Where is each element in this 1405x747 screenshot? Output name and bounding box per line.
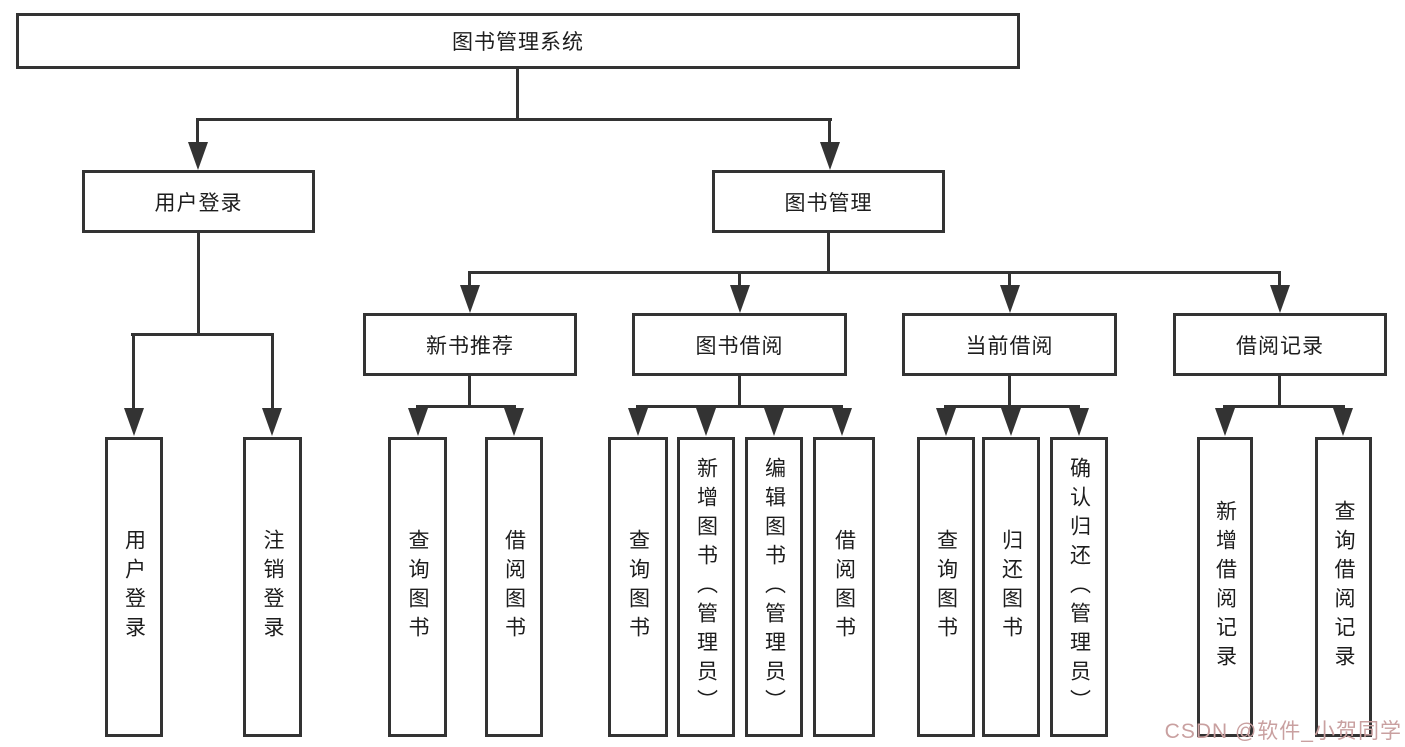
node-new-book-recommend: 新书推荐: [363, 313, 577, 376]
leaf-logout: 注销登录: [243, 437, 302, 737]
node-current-borrow-label: 当前借阅: [965, 334, 1054, 358]
leaf-borrow-books-2: 借阅图书: [813, 437, 875, 737]
connector-user-login-stem: [197, 233, 200, 335]
leaf-borrow-books-1: 借阅图书: [485, 437, 543, 737]
arrowhead-down: [696, 408, 716, 436]
node-user-login-label: 用户登录: [154, 191, 243, 215]
connector-stem: [1008, 272, 1011, 289]
leaf-borrow-books-1-label: 借阅图书: [502, 529, 526, 645]
leaf-logout-label: 注销登录: [261, 529, 284, 645]
connector-stem: [1278, 272, 1281, 289]
leaf-add-borrow-record-label: 新增借阅记录: [1213, 500, 1237, 674]
leaf-query-borrow-record: 查询借阅记录: [1315, 437, 1372, 737]
arrowhead-down: [188, 142, 208, 170]
leaf-edit-book-admin-label: 编辑图书（管理员）: [762, 456, 786, 718]
node-new-book-recommend-label: 新书推荐: [426, 334, 514, 358]
leaf-query-books-3: 查询图书: [917, 437, 975, 737]
leaf-return-book: 归还图书: [982, 437, 1040, 737]
node-user-login: 用户登录: [82, 170, 315, 233]
csdn-watermark: CSDN @软件_小贺同学: [1164, 720, 1402, 743]
arrowhead-down: [1069, 408, 1089, 436]
connector-root-stem: [516, 69, 519, 120]
node-current-borrow: 当前借阅: [902, 313, 1117, 376]
leaf-query-books-2: 查询图书: [608, 437, 668, 737]
leaf-query-books-2-label: 查询图书: [626, 529, 650, 645]
arrowhead-down: [1270, 285, 1290, 313]
leaf-query-books-3-label: 查询图书: [934, 529, 958, 645]
leaf-confirm-return-admin: 确认归还（管理员）: [1050, 437, 1108, 737]
leaf-borrow-books-2-label: 借阅图书: [832, 529, 856, 645]
connector-stem: [196, 119, 199, 146]
arrowhead-down: [408, 408, 428, 436]
arrowhead-down: [1333, 408, 1353, 436]
arrowhead-down: [1000, 285, 1020, 313]
connector-stem: [468, 376, 471, 407]
connector-branch: [1223, 405, 1344, 408]
node-book-borrow: 图书借阅: [632, 313, 847, 376]
leaf-query-books-1: 查询图书: [388, 437, 447, 737]
arrowhead-down: [936, 408, 956, 436]
connector-stem: [271, 334, 274, 412]
arrowhead-down: [764, 408, 784, 436]
arrowhead-down: [832, 408, 852, 436]
connector-stem: [1008, 376, 1011, 407]
connector-level2-branch: [196, 118, 832, 121]
connector-stem: [828, 119, 831, 146]
arrowhead-down: [1215, 408, 1235, 436]
connector-stem: [132, 334, 135, 412]
connector-stem: [1278, 376, 1281, 407]
leaf-add-borrow-record: 新增借阅记录: [1197, 437, 1253, 737]
leaf-query-books-1-label: 查询图书: [406, 529, 429, 645]
leaf-query-borrow-record-label: 查询借阅记录: [1332, 500, 1355, 674]
leaf-add-book-admin-label: 新增图书（管理员）: [694, 456, 718, 718]
arrowhead-down: [460, 285, 480, 313]
arrowhead-down: [1001, 408, 1021, 436]
leaf-add-book-admin: 新增图书（管理员）: [677, 437, 735, 737]
arrowhead-down: [628, 408, 648, 436]
leaf-user-login-label: 用户登录: [122, 529, 146, 645]
node-root-label: 图书管理系统: [452, 31, 584, 54]
arrowhead-down: [124, 408, 144, 436]
leaf-user-login: 用户登录: [105, 437, 163, 737]
connector-stem: [468, 272, 471, 289]
arrowhead-down: [730, 285, 750, 313]
node-borrow-records-label: 借阅记录: [1236, 334, 1324, 358]
node-borrow-records: 借阅记录: [1173, 313, 1387, 376]
arrowhead-down: [262, 408, 282, 436]
leaf-edit-book-admin: 编辑图书（管理员）: [745, 437, 803, 737]
node-book-management: 图书管理: [712, 170, 945, 233]
connector-branch: [416, 405, 516, 408]
connector-user-login-branch: [131, 333, 274, 336]
leaf-confirm-return-admin-label: 确认归还（管理员）: [1067, 456, 1091, 718]
connector-stem: [738, 376, 741, 407]
arrowhead-down: [504, 408, 524, 436]
leaf-return-book-label: 归还图书: [999, 529, 1023, 645]
arrowhead-down: [820, 142, 840, 170]
node-root: 图书管理系统: [16, 13, 1020, 69]
connector-stem: [738, 272, 741, 289]
connector-branch: [636, 405, 842, 408]
node-book-borrow-label: 图书借阅: [695, 334, 784, 358]
node-book-management-label: 图书管理: [784, 191, 873, 215]
connector-level3-branch: [468, 271, 1281, 274]
connector-book-mgmt-stem: [827, 233, 830, 274]
